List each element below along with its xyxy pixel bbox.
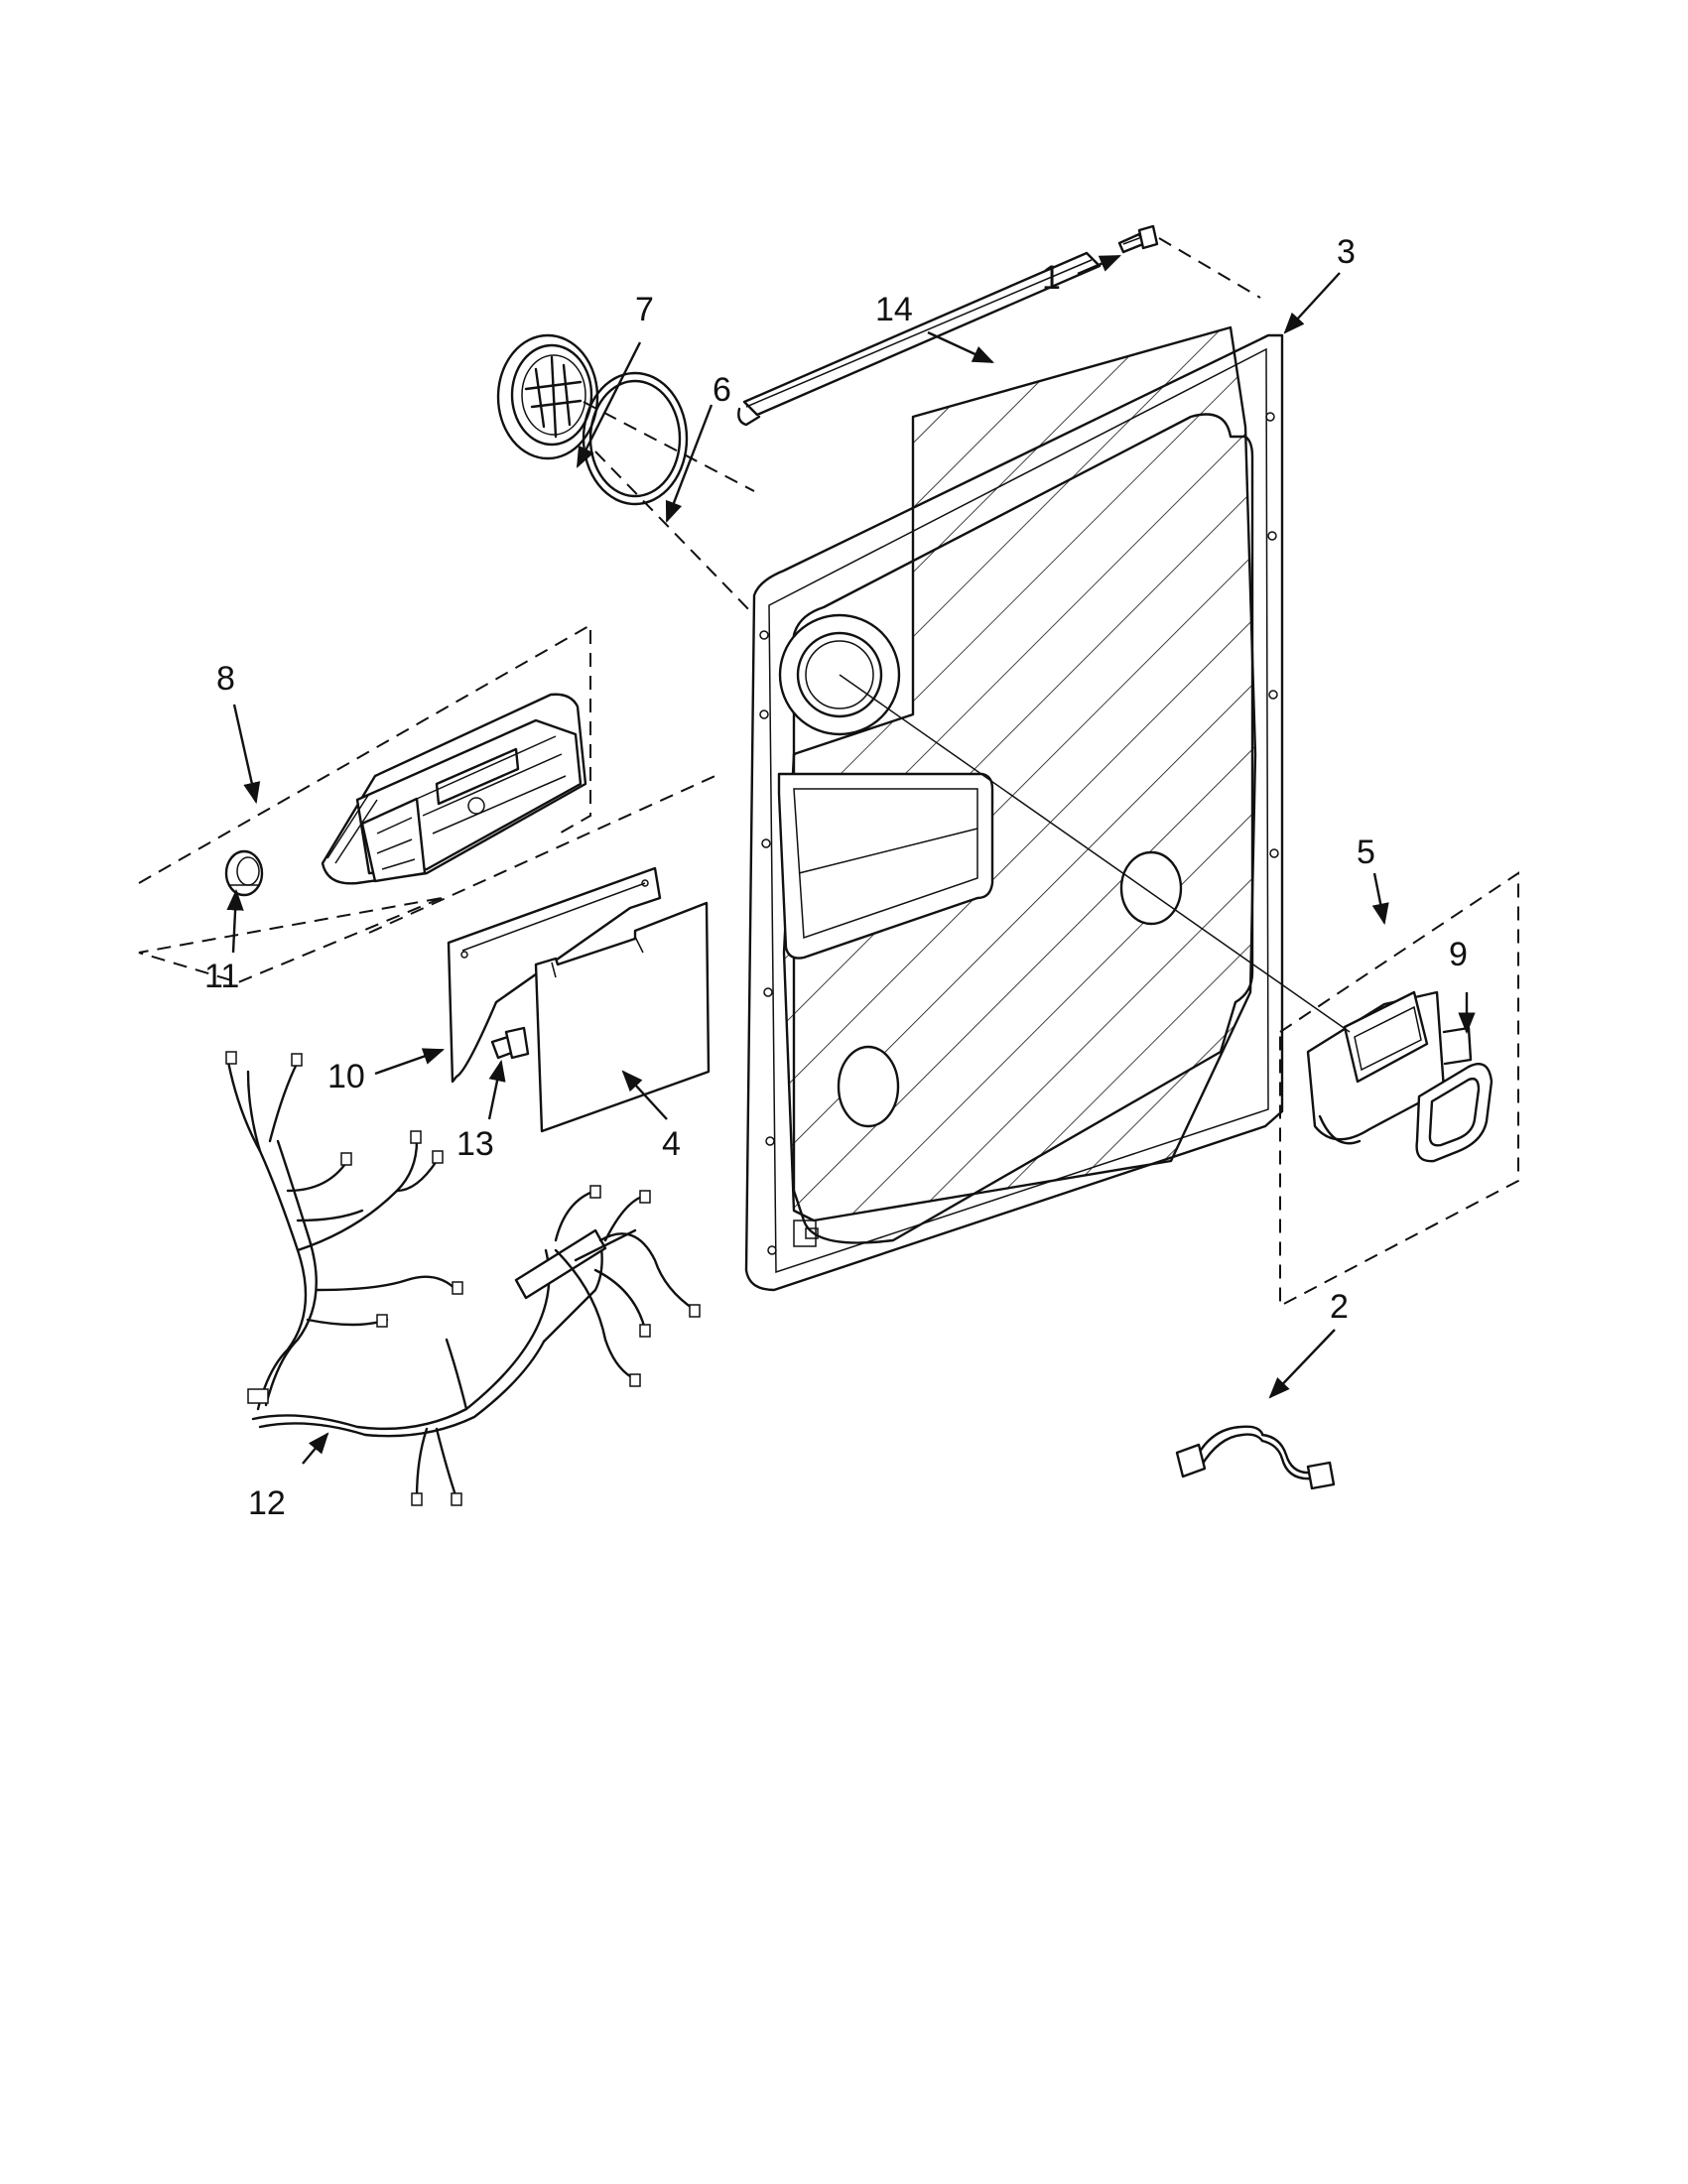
gasket-part-9 bbox=[1415, 1062, 1493, 1163]
callout-7: 7 bbox=[635, 291, 654, 328]
seal-ring-part-6 bbox=[582, 371, 689, 506]
wire-part-2 bbox=[1175, 1425, 1336, 1490]
screw-part-1 bbox=[1117, 224, 1159, 254]
wire-harness-part-12 bbox=[226, 1060, 697, 1500]
screw-part-13 bbox=[490, 1026, 530, 1060]
knob-part-11 bbox=[224, 849, 264, 897]
callout-11: 11 bbox=[204, 958, 239, 995]
harness-connectors bbox=[225, 1051, 701, 1506]
callout-3: 3 bbox=[1337, 233, 1356, 271]
callout-leaders bbox=[226, 254, 1476, 1465]
switch-assembly-part-5 bbox=[1306, 990, 1473, 1145]
control-board-group-outline bbox=[368, 773, 720, 934]
callout-6: 6 bbox=[713, 371, 731, 409]
control-board-bracket-part-10 bbox=[447, 866, 662, 1084]
callout-1: 1 bbox=[1042, 259, 1061, 297]
callout-8: 8 bbox=[216, 660, 235, 698]
alignment-lines bbox=[583, 237, 1351, 1033]
callout-4: 4 bbox=[662, 1125, 681, 1163]
callout-12: 12 bbox=[248, 1484, 286, 1522]
inner-door-panel bbox=[744, 325, 1284, 1292]
dispenser-group-outline bbox=[138, 623, 591, 984]
callout-9: 9 bbox=[1449, 936, 1468, 973]
callout-5: 5 bbox=[1357, 834, 1375, 871]
callout-13: 13 bbox=[456, 1125, 494, 1163]
callout-labels: 1 2 3 4 5 6 7 8 9 10 11 12 13 14 bbox=[204, 233, 1468, 1522]
switch-group-outline bbox=[1279, 871, 1519, 1308]
control-board-part-4 bbox=[534, 901, 711, 1133]
callout-2: 2 bbox=[1330, 1288, 1349, 1326]
vent-grill-part-7 bbox=[496, 333, 599, 460]
callout-10: 10 bbox=[327, 1058, 365, 1095]
dispenser-assembly-part-8 bbox=[321, 693, 587, 885]
callout-14: 14 bbox=[875, 291, 913, 328]
